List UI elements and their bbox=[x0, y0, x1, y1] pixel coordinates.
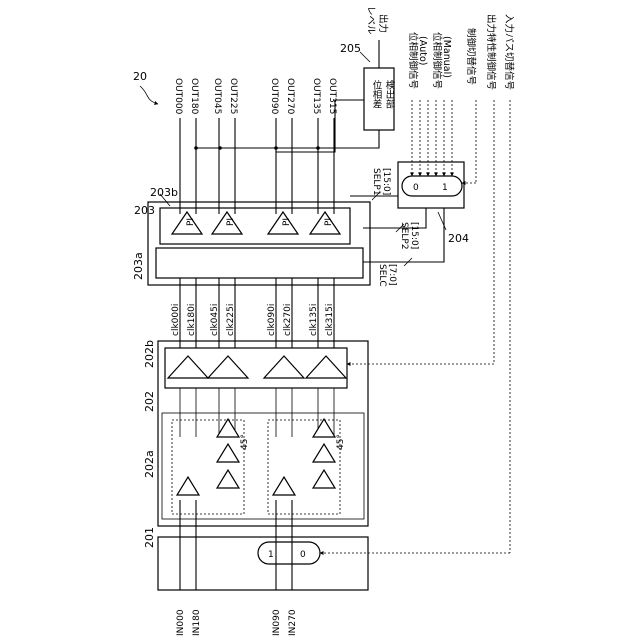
block-201-label: 201 bbox=[143, 527, 156, 548]
block-203b-label: 203b bbox=[150, 186, 178, 199]
output-label-out045: OUT045 bbox=[212, 78, 222, 114]
input-label-in000: IN000 bbox=[176, 609, 186, 636]
output-label-out090: OUT090 bbox=[269, 78, 279, 115]
pi-label: PI bbox=[324, 218, 334, 226]
figure-ref-arrow bbox=[140, 86, 158, 104]
ctrl-output-char-label: 出力特性制御信号 bbox=[485, 14, 497, 90]
output-label-out000: OUT000 bbox=[173, 78, 183, 115]
selp2-label: SELP2 bbox=[399, 222, 409, 250]
selc-width-label: [7:0] bbox=[387, 264, 397, 286]
block-205-label: 205 bbox=[340, 42, 361, 55]
angle-right-label: 45° bbox=[336, 434, 346, 450]
block-203a-label: 203a bbox=[132, 252, 145, 280]
selp1-label: SELP1 bbox=[371, 168, 381, 196]
block-202-label: 202 bbox=[143, 391, 156, 412]
input-mux-1-label: 1 bbox=[268, 550, 274, 560]
pi-label: PI bbox=[282, 218, 292, 226]
figure-ref-label: 20 bbox=[133, 70, 147, 83]
input-mux-0-label: 0 bbox=[300, 550, 306, 560]
ctrl-switch-label: 制御切替信号 bbox=[465, 28, 477, 85]
ctrl-manual-sub-label: (Manual) bbox=[441, 36, 452, 78]
selp1-width-label: [15:0] bbox=[381, 168, 391, 195]
level-output-label-line1: レベル bbox=[365, 6, 376, 35]
output-label-out225: OUT225 bbox=[228, 78, 238, 114]
input-label-in090: IN090 bbox=[272, 609, 282, 636]
selp2-width-label: [15:0] bbox=[409, 222, 419, 249]
pi-label: PI bbox=[186, 218, 196, 226]
output-label-out315: OUT315 bbox=[327, 78, 337, 114]
ctrl-auto-sub-label: (Auto) bbox=[417, 36, 428, 65]
block-202b-label: 202b bbox=[143, 340, 156, 368]
block-204-label: 204 bbox=[448, 232, 469, 245]
phase-detector-label-line1: 位相差 bbox=[371, 79, 383, 108]
output-label-out135: OUT135 bbox=[311, 78, 321, 114]
output-label-out180: OUT180 bbox=[189, 78, 199, 115]
phase-mux-0-label: 0 bbox=[413, 183, 419, 193]
phase-mux-1-label: 1 bbox=[442, 183, 448, 193]
output-label-out270: OUT270 bbox=[285, 78, 295, 115]
block-202a-label: 202a bbox=[143, 450, 156, 478]
selc-label: SELC bbox=[377, 264, 387, 287]
input-label-in180: IN180 bbox=[192, 609, 202, 636]
ctrl-input-path-label: 入力パス切替信号 bbox=[503, 14, 515, 90]
block-203a bbox=[156, 248, 363, 278]
junction-dot bbox=[316, 146, 320, 150]
phase-detector-label-line2: 検出部 bbox=[384, 79, 396, 109]
angle-left-label: 45° bbox=[240, 434, 250, 450]
junction-dot bbox=[274, 146, 278, 150]
block-203-label: 203 bbox=[134, 204, 155, 217]
phase-mux bbox=[402, 176, 462, 196]
input-label-in270: IN270 bbox=[288, 609, 298, 636]
level-output-label-line2: 出力 bbox=[377, 14, 389, 33]
pi-label: PI bbox=[226, 218, 236, 226]
